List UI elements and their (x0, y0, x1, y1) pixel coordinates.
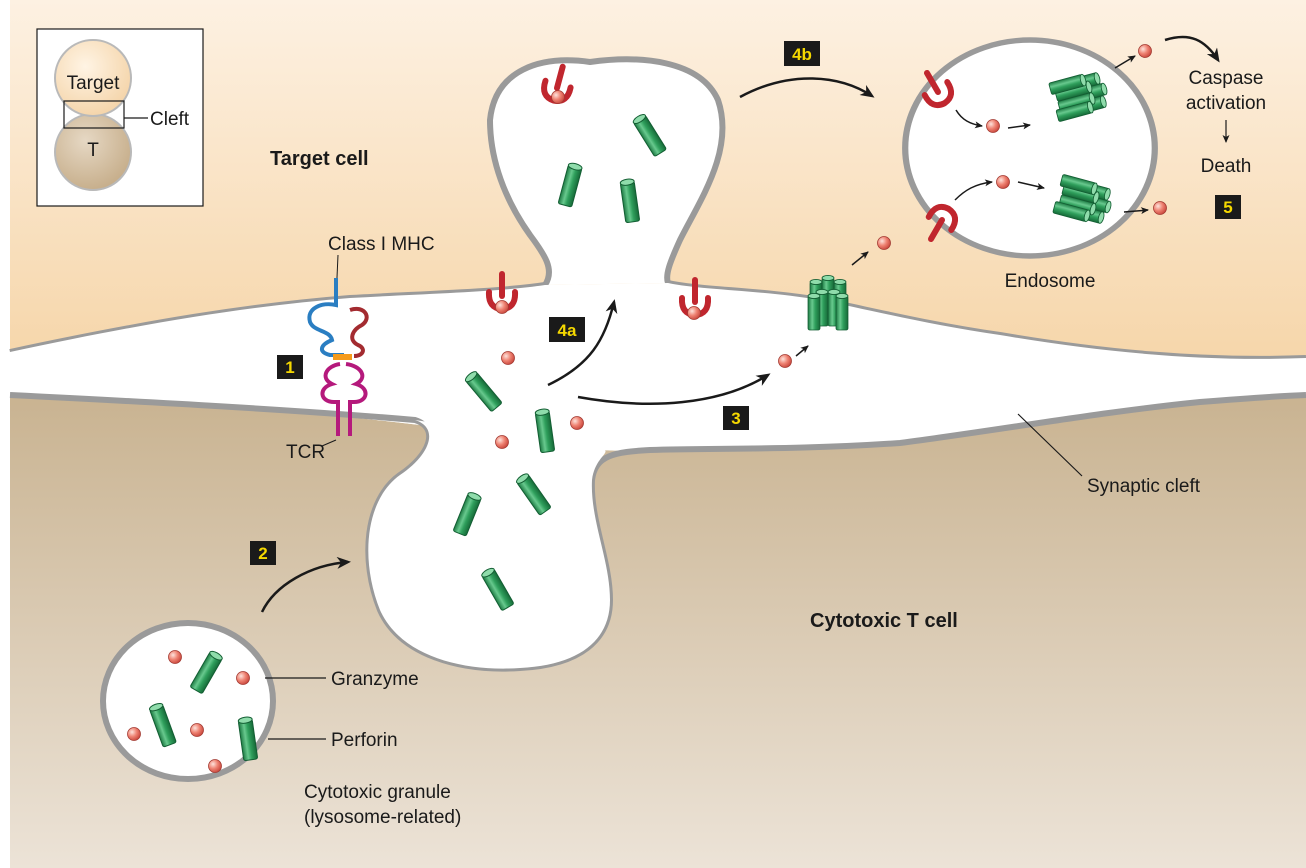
cleft-granzyme-3 (495, 435, 509, 449)
arrow-4b (739, 77, 875, 99)
inset-cell-conjugate: Target T Cleft (36, 28, 204, 207)
step-2-badge: 2 (250, 541, 276, 565)
t-cell-region (10, 395, 1306, 868)
granule-granzyme-3 (127, 727, 141, 741)
inset-cleft-label: Cleft (150, 109, 190, 130)
synaptic-cleft-leader (1017, 413, 1083, 477)
granule-granzyme-1 (168, 650, 182, 664)
endocytic-vesicle (486, 56, 726, 287)
granzyme-through-pore-1 (778, 354, 792, 368)
tcr-alpha-chain (320, 362, 341, 436)
cleft-granzyme-2 (570, 416, 584, 430)
step-5-text: 5 (1223, 198, 1232, 217)
granule-granzyme-4 (190, 723, 204, 737)
endosome-label: Endosome (1005, 271, 1096, 292)
target-cell-label: Target cell (270, 148, 369, 170)
receptor-left-granzyme (495, 300, 509, 314)
arrow-to-caspase (1164, 35, 1220, 63)
granule-label-line1: Cytotoxic granule (304, 782, 451, 803)
mhc-beta2m (349, 306, 369, 358)
step-4b-text: 4b (792, 45, 812, 64)
release-arrow-top (1114, 55, 1136, 69)
tcr-label: TCR (286, 442, 325, 463)
t-cell-fused-granule-fill (368, 420, 610, 669)
granzyme-through-pore-2 (877, 236, 891, 250)
released-granzyme-bottom (1153, 201, 1167, 215)
step-4a-badge: 4a (549, 317, 585, 342)
caspase-label-line1: Caspase (1189, 68, 1264, 89)
synaptic-cleft-label: Synaptic cleft (1087, 476, 1201, 497)
step-3-text: 3 (731, 409, 740, 428)
endosome-granzyme-1 (986, 119, 1000, 133)
arrow-2 (260, 556, 351, 613)
step-4b-badge: 4b (784, 41, 820, 66)
receptor-top-bulge-granzyme (551, 90, 565, 104)
caspase-label-line2: activation (1186, 93, 1266, 114)
arrow-4a (547, 299, 618, 387)
cytotoxic-granule (100, 620, 276, 782)
granzyme-label: Granzyme (331, 669, 419, 690)
granule-granzyme-5 (208, 759, 222, 773)
inset-target-label: Target (67, 73, 121, 94)
inset-t-label: T (87, 140, 99, 161)
inset-cleft-box (63, 100, 125, 129)
cytotoxic-t-cell-label: Cytotoxic T cell (810, 610, 958, 632)
synaptic-cleft-channel (10, 283, 1306, 451)
mhc-tcr-complex (307, 254, 369, 447)
released-granzyme-top (1138, 44, 1152, 58)
death-label: Death (1201, 156, 1252, 177)
arrow-pore-out (851, 251, 869, 266)
release-arrow-bottom (1123, 207, 1149, 215)
endosome-arrow-3 (954, 179, 993, 201)
perforin-label: Perforin (331, 730, 398, 751)
inset-target-cell (54, 39, 132, 117)
step-1-badge: 1 (277, 355, 303, 379)
endosome-arrow-1 (955, 109, 983, 129)
step-2-text: 2 (258, 544, 267, 563)
arrow-pore-in (795, 345, 809, 357)
endosome-arrow-2 (1007, 122, 1031, 130)
cleft-granzyme-1 (501, 351, 515, 365)
receptor-right-granzyme (687, 306, 701, 320)
arrow-3 (577, 373, 771, 405)
endosome-granzyme-2 (996, 175, 1010, 189)
step-1-text: 1 (285, 358, 294, 377)
endosome-arrow-4 (1017, 181, 1045, 190)
granule-granzyme-2 (236, 671, 250, 685)
step-4a-text: 4a (558, 321, 577, 340)
step-3-badge: 3 (723, 406, 749, 430)
granule-label-line2: (lysosome-related) (304, 807, 461, 828)
class-mhc-label: Class I MHC (328, 234, 435, 255)
perforin-pore (808, 275, 848, 330)
mhc-alpha-chain (307, 278, 344, 357)
tcr-beta-chain (345, 362, 368, 436)
step-5-badge: 5 (1215, 195, 1241, 219)
